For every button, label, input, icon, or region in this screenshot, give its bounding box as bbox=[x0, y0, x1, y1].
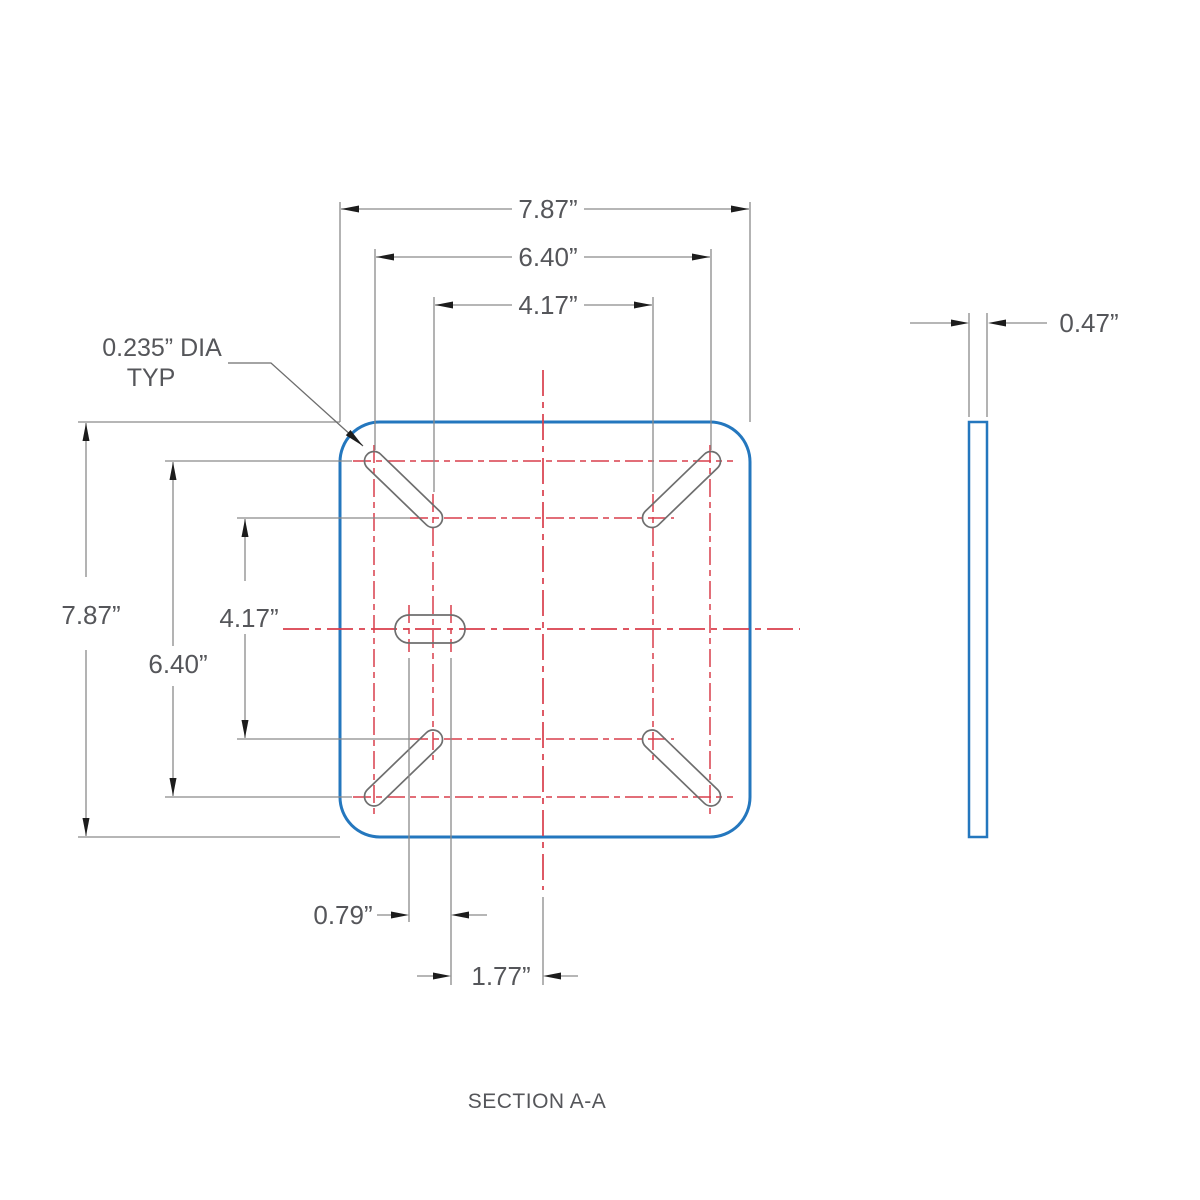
slot-top-left bbox=[363, 450, 444, 529]
arrowhead bbox=[169, 462, 177, 480]
arrowhead bbox=[731, 205, 749, 213]
section-label: SECTION A-A bbox=[468, 1090, 607, 1113]
arrowhead bbox=[241, 519, 249, 537]
left-dimensions: 7.87” 6.40” 4.17” bbox=[61, 421, 410, 838]
arrowhead bbox=[82, 818, 90, 836]
arrowhead bbox=[169, 778, 177, 796]
arrowhead bbox=[634, 301, 652, 309]
side-view bbox=[967, 420, 989, 839]
dim-thickness: 0.47” bbox=[1059, 308, 1118, 338]
centerlines bbox=[283, 370, 800, 890]
leader-arrowhead bbox=[345, 430, 363, 446]
dim-slot-center-offset: 1.77” bbox=[471, 961, 530, 991]
top-dimensions: 7.87” 6.40” 4.17” bbox=[339, 194, 751, 492]
arrowhead bbox=[692, 253, 710, 261]
arrowhead bbox=[988, 319, 1006, 327]
slot-bottom-right bbox=[641, 729, 722, 807]
slot-top-right bbox=[641, 450, 722, 529]
hole-note-line1: 0.235” DIA bbox=[102, 334, 222, 362]
arrowhead bbox=[433, 972, 451, 980]
slots bbox=[363, 450, 722, 807]
side-view-outline bbox=[967, 420, 989, 839]
dim-height-outer: 7.87” bbox=[61, 600, 120, 630]
dim-width-middle: 6.40” bbox=[518, 242, 577, 272]
arrowhead bbox=[951, 319, 969, 327]
arrowhead bbox=[543, 972, 561, 980]
dim-height-inner: 4.17” bbox=[219, 603, 278, 633]
arrowhead bbox=[435, 301, 453, 309]
arrowhead bbox=[451, 911, 469, 919]
arrowhead bbox=[376, 253, 394, 261]
arrowhead bbox=[341, 205, 359, 213]
dim-slot-end-spacing: 0.79” bbox=[313, 900, 372, 930]
arrowhead bbox=[82, 423, 90, 441]
dim-width-inner: 4.17” bbox=[518, 290, 577, 320]
hole-note: 0.235” DIA TYP bbox=[102, 334, 364, 447]
arrowhead bbox=[391, 911, 409, 919]
slot-bottom-left bbox=[363, 729, 444, 807]
hole-note-line2: TYP bbox=[127, 364, 176, 392]
front-view bbox=[283, 370, 800, 890]
dim-height-middle: 6.40” bbox=[148, 649, 207, 679]
side-dimension: 0.47” bbox=[910, 308, 1119, 417]
dim-width-outer: 7.87” bbox=[518, 194, 577, 224]
arrowhead bbox=[241, 720, 249, 738]
bottom-dimensions: 0.79” 1.77” bbox=[313, 658, 578, 991]
leader-line bbox=[228, 362, 364, 447]
slot-center bbox=[394, 614, 466, 644]
